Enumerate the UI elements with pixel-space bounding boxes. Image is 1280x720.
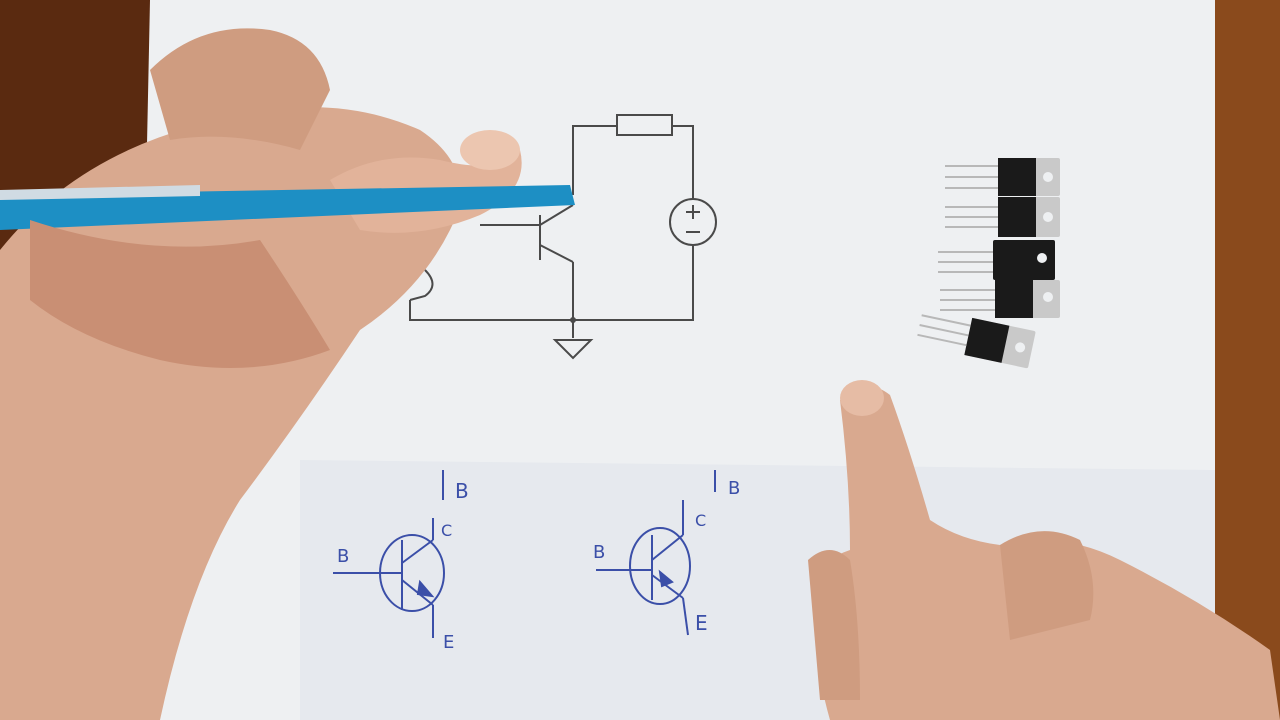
label-left-base: B [337,546,349,567]
right-hand-pointing [808,380,1280,720]
component-4 [940,280,1060,318]
transistor-collector [539,204,574,226]
handwritten-symbol-right [596,470,716,636]
component-1 [945,158,1060,196]
label-left-emitter: E [443,632,454,653]
component-3 [938,240,1055,280]
transistor-emitter [539,244,574,263]
label-right-collector: C [695,511,706,530]
wire-top-right [672,125,694,200]
ground-icon [552,339,594,360]
label-left-collector: C [441,521,452,540]
wire-bottom [409,245,694,321]
input-source-arc [409,269,434,301]
wire-top-left [572,125,617,195]
component-2 [945,197,1060,237]
label-right-emitter: E [695,611,708,635]
handwritten-symbol-left [333,470,445,638]
component-5 [917,314,1036,369]
left-hand-with-pen [0,28,575,720]
junction-dot [570,317,576,323]
label-right-top-b: B [728,478,740,499]
to220-components [917,158,1060,369]
label-right-base: B [593,542,605,563]
circuit-schematic [409,114,717,360]
label-left-top-b: B [455,479,469,503]
